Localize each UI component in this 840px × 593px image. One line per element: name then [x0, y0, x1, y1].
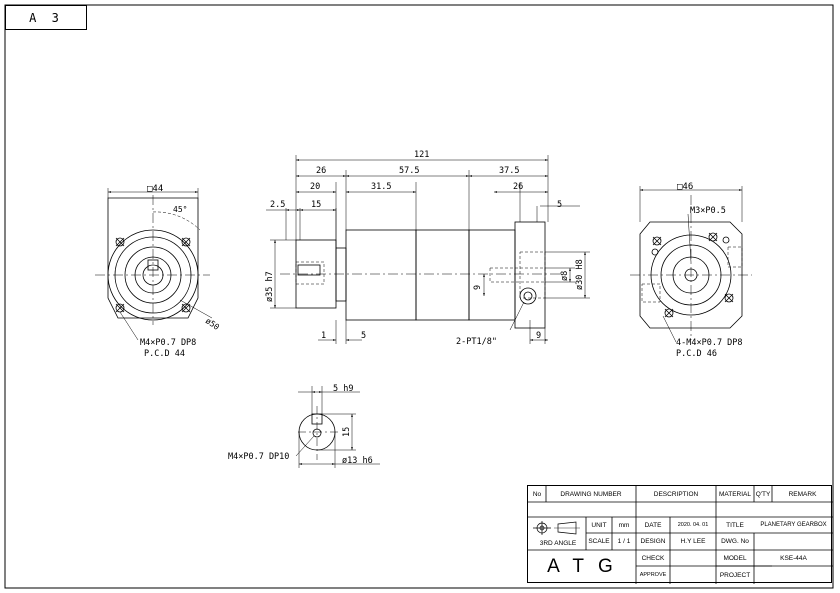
dwg-no-label: DWG. No: [721, 538, 749, 545]
check-label: CHECK: [641, 554, 665, 562]
pcd-note-left: P.C.D 44: [144, 349, 185, 359]
bolt-hole: [181, 237, 191, 247]
header-remark: REMARK: [788, 490, 817, 498]
title-value: PLANETARY GEARBOX: [760, 522, 827, 528]
dim-square-46: □46: [677, 182, 693, 192]
project-label: PROJECT: [719, 571, 751, 579]
header-drawing-number: DRAWING NUMBER: [560, 490, 622, 498]
dim-1: 1: [321, 331, 326, 341]
port-note: 2-PT1/8": [456, 337, 497, 347]
title-label: TITLE: [726, 521, 744, 529]
atg-logo: ATG: [547, 556, 627, 577]
third-angle-symbol: [533, 521, 580, 535]
front-view-right: [630, 186, 752, 343]
projection-label: 3RD ANGLE: [539, 540, 577, 547]
header-description: DESCRIPTION: [653, 490, 699, 498]
unit-label: UNIT: [591, 521, 607, 529]
design-label: DESIGN: [640, 538, 666, 545]
shaft-height-dim: 15: [342, 427, 352, 437]
dim-31-5: 31.5: [371, 182, 391, 192]
bolt-hole: [181, 303, 191, 313]
shaft-diameter-dim: ø13 h6: [342, 456, 373, 466]
dim-57-5: 57.5: [399, 166, 419, 176]
bolt-hole: [652, 236, 662, 246]
dim-30-h8: ø30 H8: [575, 259, 585, 290]
dim-2-5: 2.5: [270, 200, 285, 210]
key-width-dim: 5 h9: [333, 384, 353, 394]
front-view-left: [95, 188, 213, 341]
title-block: No DRAWING NUMBER DESCRIPTION MATERIAL Q…: [527, 485, 833, 584]
shaft-thread-note: M4×P0.7 DP10: [228, 452, 289, 462]
thread-note-left: M4×P0.7 DP8: [140, 338, 196, 348]
header-no: No: [532, 490, 542, 498]
dim-35-h7: ø35 h7: [265, 271, 275, 302]
sheet-border: [4, 4, 834, 589]
dim-9-left: 9: [473, 285, 483, 290]
bolt-hole: [708, 232, 718, 242]
dim-15: 15: [311, 200, 321, 210]
model-value: KSE-44A: [780, 554, 807, 562]
date-value: 2020. 04. 01: [677, 522, 709, 528]
dim-overall-length: 121: [414, 150, 429, 160]
unit-value: mm: [618, 521, 630, 529]
dim-5-bottom: 5: [361, 331, 366, 341]
dim-8: ø8: [560, 271, 570, 281]
scale-value: 1 / 1: [617, 538, 631, 545]
screw-note: M3×P0.5: [690, 206, 726, 216]
design-value: H.Y LEE: [680, 538, 706, 545]
bolt-hole: [664, 308, 674, 318]
header-material: MATERIAL: [718, 490, 752, 498]
dim-20: 20: [310, 182, 320, 192]
scale-label: SCALE: [588, 538, 610, 545]
dim-square-44: □44: [147, 184, 163, 194]
dim-26-left: 26: [316, 166, 326, 176]
header-qty: Q'TY: [755, 490, 771, 498]
dim-9-right: 9: [536, 331, 541, 341]
title-block-grid: [528, 486, 833, 584]
side-view: [266, 155, 590, 344]
dim-5-top: 5: [557, 200, 562, 210]
model-label: MODEL: [723, 554, 747, 562]
thread-note-right: 4-M4×P0.7 DP8: [676, 338, 743, 348]
approve-label: APPROVE: [639, 572, 667, 578]
bolt-hole: [115, 237, 125, 247]
shaft-detail: [295, 386, 380, 468]
date-label: DATE: [644, 521, 662, 529]
bolt-hole: [724, 293, 734, 303]
dim-37-5: 37.5: [499, 166, 519, 176]
dim-diameter-50: ø50: [204, 316, 221, 332]
pcd-note-right: P.C.D 46: [676, 349, 717, 359]
dim-26-right: 26: [513, 182, 523, 192]
dim-angle: 45°: [173, 205, 187, 214]
